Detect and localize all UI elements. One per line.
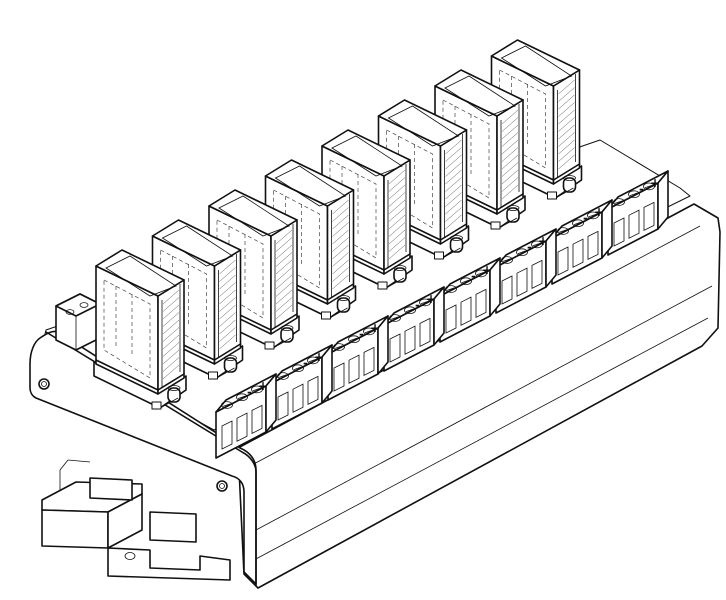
- screw-icon: [277, 372, 289, 380]
- terminal-minus-label: -: [527, 240, 532, 254]
- din-rail-icon: [41, 459, 231, 581]
- terminal-minus-label: -: [303, 356, 308, 370]
- screw-icon: [445, 285, 457, 293]
- led-icon: [490, 205, 520, 230]
- screw-icon: [363, 327, 375, 336]
- screw-icon: [516, 248, 528, 257]
- terminal-block-icon: -+: [551, 199, 613, 285]
- left-connector-block: [55, 293, 101, 351]
- screw-icon: [292, 364, 304, 373]
- terminal-plus-label: +: [258, 379, 268, 393]
- screw-icon: [251, 385, 263, 394]
- screw-icon: [572, 219, 584, 228]
- screw-icon: [460, 277, 472, 286]
- led-icon: [321, 295, 351, 320]
- led-icon: [547, 175, 577, 200]
- relay-icon: [262, 159, 357, 319]
- screw-icon: [475, 269, 487, 278]
- led-icon: [264, 325, 294, 350]
- terminal-minus-label: -: [471, 269, 476, 283]
- screw-icon: [613, 198, 625, 206]
- screw-icon: [404, 306, 416, 315]
- relay-icon: [93, 249, 187, 409]
- screw-icon: [333, 343, 345, 351]
- terminal-plus-label: +: [426, 292, 436, 306]
- terminal-plus-label: +: [538, 234, 548, 248]
- led-icon: [151, 385, 181, 410]
- screw-icon: [531, 240, 543, 249]
- terminal-minus-label: -: [359, 327, 364, 341]
- screw-icon: [221, 401, 233, 409]
- terminal-plus-label: +: [594, 205, 604, 219]
- terminal-plus-label: +: [650, 176, 660, 190]
- screw-icon: [419, 298, 431, 307]
- led-icon: [208, 355, 238, 380]
- terminal-plus-label: +: [482, 263, 492, 277]
- terminal-minus-label: -: [415, 298, 420, 312]
- terminal-block-icon: -+: [383, 286, 445, 372]
- screw-icon: [628, 190, 640, 199]
- led-icon: [377, 265, 407, 290]
- terminal-block-icon: -+: [215, 373, 277, 459]
- screw-icon: [389, 314, 401, 322]
- terminal-block-icon: -+: [607, 170, 669, 256]
- screw-icon: [236, 393, 248, 402]
- screw-icon: [307, 356, 319, 365]
- screw-icon: [643, 182, 655, 191]
- screw-icon: [587, 211, 599, 220]
- terminal-plus-label: +: [370, 321, 380, 335]
- terminal-minus-label: -: [583, 211, 588, 225]
- screw-icon: [348, 335, 360, 344]
- screw-icon: [501, 256, 513, 264]
- terminal-minus-label: -: [247, 385, 252, 399]
- terminal-block-icon: -+: [327, 315, 389, 401]
- terminal-plus-label: +: [314, 350, 324, 364]
- screw-icon: [557, 227, 569, 235]
- terminal-block-icon: -+: [495, 228, 557, 314]
- terminal-minus-label: -: [639, 182, 644, 196]
- led-icon: [434, 235, 464, 260]
